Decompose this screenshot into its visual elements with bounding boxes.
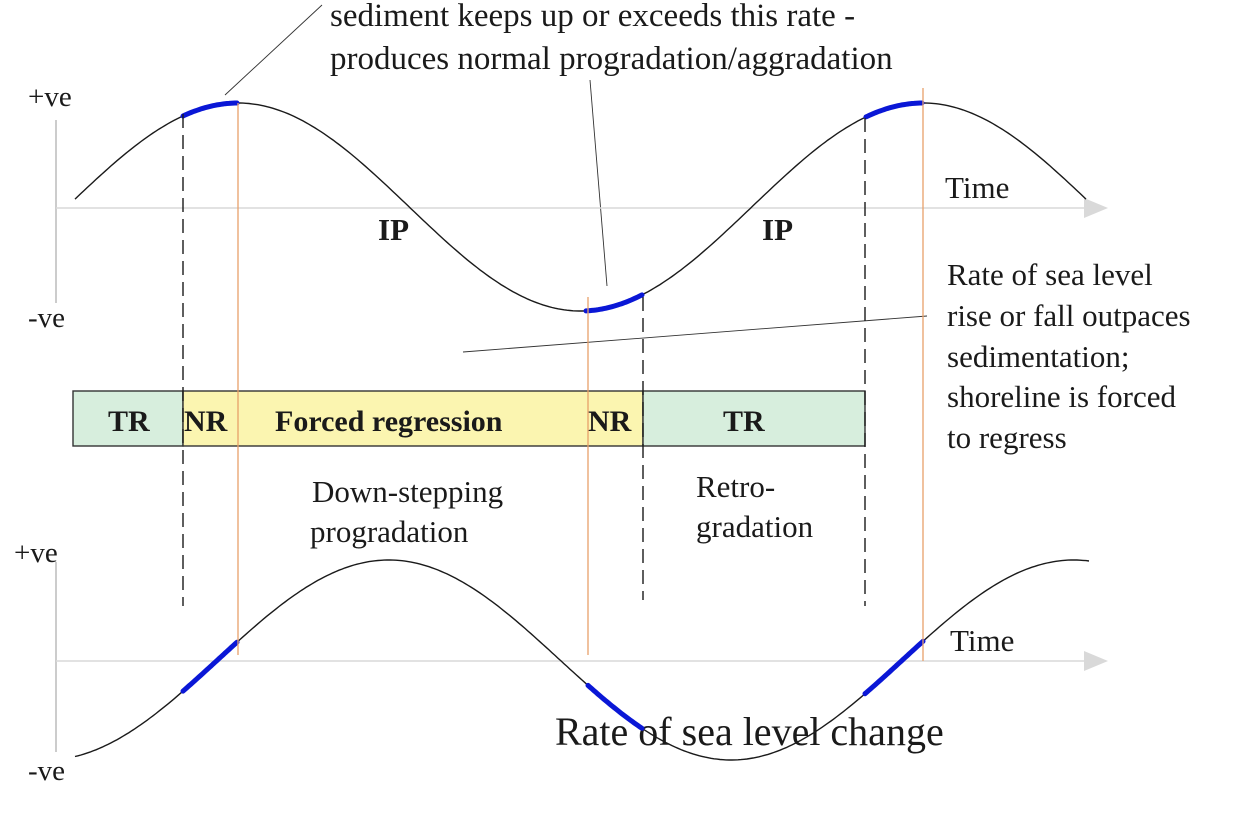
top-minus-label: -ve (28, 302, 65, 334)
bar-segment-tr-right (642, 390, 866, 447)
rate-highlight-segment-1 (180, 639, 240, 694)
rate-note-line2: rise or fall outpaces (947, 298, 1191, 333)
bottom-time-axis-arrow (1084, 651, 1108, 671)
rate-highlight-segment-2 (585, 682, 645, 731)
annotation-top-line1: sediment keeps up or exceeds this rate - (330, 0, 855, 34)
bar-segment-regression (182, 390, 644, 447)
leader-line-crest (224, 4, 323, 96)
bottom-plot-title: Rate of sea level change (555, 709, 944, 754)
rate-note-line5: to regress (947, 420, 1067, 455)
annotation-top-line2: produces normal progradation/aggradation (330, 41, 893, 77)
highlight-segment-crest-1 (180, 100, 240, 119)
stacking-left-line2: progradation (310, 514, 469, 549)
ip-label-2: IP (762, 212, 793, 247)
bar-label-nr-left: NR (184, 405, 228, 438)
sea-level-curve (74, 102, 1087, 312)
bottom-time-label: Time (950, 623, 1014, 658)
systems-tract-bar (72, 390, 866, 447)
leader-line-rate-note (462, 315, 928, 353)
bar-label-nr-right: NR (588, 405, 632, 438)
rate-note-line3: sedimentation; (947, 339, 1130, 374)
rate-note-line1: Rate of sea level (947, 257, 1153, 292)
bar-label-forced-regression: Forced regression (275, 405, 503, 438)
bar-label-tr-left: TR (108, 405, 150, 438)
top-time-axis-arrow (1084, 198, 1108, 218)
highlight-segment-crest-2 (863, 100, 925, 120)
stacking-right-line1: Retro- (696, 469, 775, 504)
bottom-minus-label: -ve (28, 755, 65, 787)
ip-label-1: IP (378, 212, 409, 247)
bottom-plus-label: +ve (14, 537, 58, 569)
highlight-segment-trough (583, 292, 645, 314)
bar-label-tr-right: TR (723, 405, 765, 438)
top-plus-label: +ve (28, 81, 72, 113)
rate-note-line4: shoreline is forced (947, 379, 1176, 414)
top-time-label: Time (945, 170, 1009, 205)
leader-line-trough (589, 79, 608, 287)
bar-segment-tr-left (72, 390, 184, 447)
rate-highlight-segment-3 (862, 638, 926, 697)
stacking-left-line1: Down-stepping (312, 474, 503, 509)
stacking-right-line2: gradation (696, 509, 814, 544)
